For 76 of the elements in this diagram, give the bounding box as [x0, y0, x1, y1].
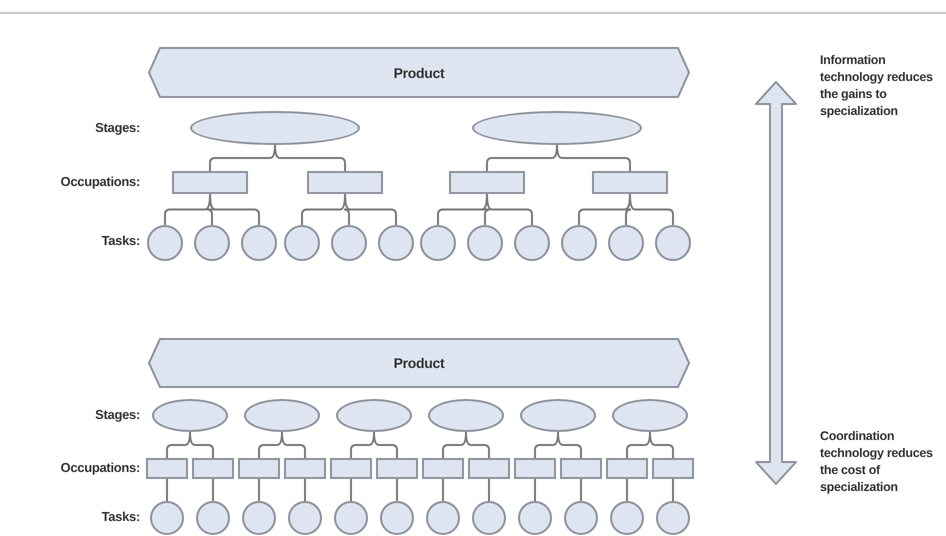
occupation-box — [284, 458, 326, 479]
connector-line — [442, 479, 444, 501]
task-circle — [288, 501, 322, 535]
connector-line — [465, 432, 490, 458]
connector-line — [534, 479, 536, 501]
connector-line — [189, 432, 214, 458]
connector-line — [626, 479, 628, 501]
occupation-box — [514, 458, 556, 479]
occupation-box — [172, 171, 248, 194]
task-circle — [518, 501, 552, 535]
connector-line — [212, 479, 214, 501]
occupation-box — [449, 171, 525, 194]
connector-line — [350, 479, 352, 501]
occupation-box — [560, 458, 602, 479]
task-circle — [608, 225, 644, 261]
connector-line — [486, 194, 533, 225]
occupation-box — [422, 458, 464, 479]
row-label: Tasks: — [102, 233, 140, 248]
row-label: Stages: — [95, 407, 140, 422]
occupation-box — [146, 458, 188, 479]
connector-line — [209, 194, 260, 225]
task-circle — [378, 225, 414, 261]
task-circle — [610, 501, 644, 535]
task-circle — [426, 501, 460, 535]
occupation-box — [376, 458, 418, 479]
connector-line — [274, 144, 346, 171]
task-circle — [331, 225, 367, 261]
task-circle — [420, 225, 456, 261]
connector-line — [281, 432, 306, 458]
task-circle — [147, 225, 183, 261]
note-text: Information technology reduces the gains to specialization — [820, 52, 934, 120]
connector-line — [166, 479, 168, 501]
task-circle — [194, 225, 230, 261]
task-circle — [196, 501, 230, 535]
connector-line — [258, 479, 260, 501]
connector-line — [304, 479, 306, 501]
task-circle — [514, 225, 550, 261]
note-text: Coordination technology reduces the cost of specialization — [820, 428, 934, 496]
banner-label: Product — [394, 64, 444, 80]
occupation-box — [468, 458, 510, 479]
occupation-box — [238, 458, 280, 479]
occupation-box — [307, 171, 383, 194]
occupation-box — [652, 458, 694, 479]
row-label: Occupations: — [60, 174, 140, 189]
task-circle — [467, 225, 503, 261]
occupation-box — [330, 458, 372, 479]
connector-line — [344, 194, 397, 225]
connector-line — [649, 432, 674, 458]
task-circle — [656, 501, 690, 535]
task-circle — [655, 225, 691, 261]
connector-line — [373, 432, 398, 458]
row-label: Occupations: — [60, 460, 140, 475]
task-circle — [334, 501, 368, 535]
task-circle — [242, 501, 276, 535]
task-circle — [284, 225, 320, 261]
task-circle — [241, 225, 277, 261]
connector-line — [672, 479, 674, 501]
task-circle — [561, 225, 597, 261]
connector-line — [580, 479, 582, 501]
task-circle — [564, 501, 598, 535]
row-label: Stages: — [95, 120, 140, 135]
occupation-box — [606, 458, 648, 479]
row-label: Tasks: — [102, 509, 140, 524]
connector-line — [396, 479, 398, 501]
connector-line — [629, 194, 674, 225]
product-banner — [148, 338, 690, 388]
task-circle — [472, 501, 506, 535]
occupation-box — [192, 458, 234, 479]
product-banner — [148, 47, 690, 98]
connector-line — [557, 432, 582, 458]
connector-line — [488, 479, 490, 501]
banner-label: Product — [394, 355, 444, 371]
occupation-box — [592, 171, 668, 194]
task-circle — [150, 501, 184, 535]
task-circle — [380, 501, 414, 535]
connector-line — [556, 144, 631, 171]
